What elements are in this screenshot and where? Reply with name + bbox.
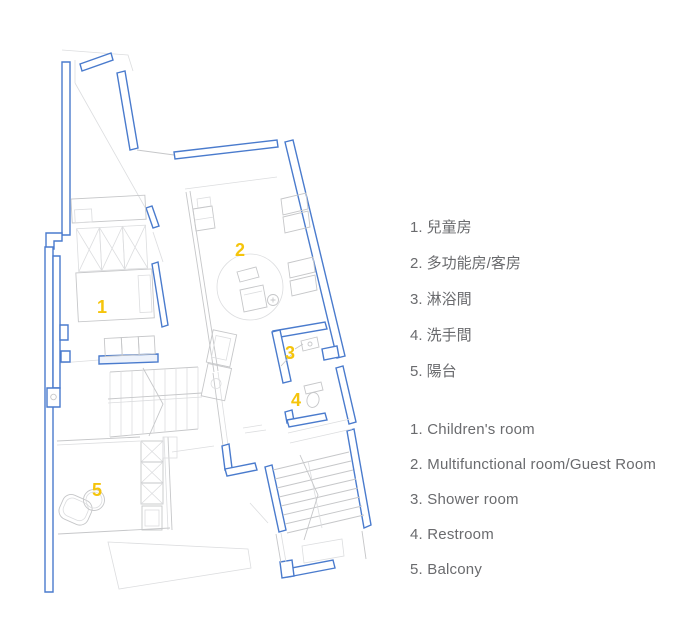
room-2-furniture — [192, 192, 318, 402]
terrace-outline — [107, 541, 252, 590]
legend-item-en-5: 5. Balcony — [410, 561, 483, 578]
legend-item-en-3: 3. Shower room — [410, 491, 519, 508]
basin-icon — [83, 489, 105, 511]
bench-icon — [103, 335, 156, 357]
legend-chinese: 1. 兒童房 2. 多功能房/客房 3. 淋浴間 4. 洗手間 5. 陽台 — [410, 210, 521, 390]
bed-icon — [75, 268, 155, 323]
legend-english: 1. Children's room 2. Multifunctional ro… — [410, 412, 656, 587]
toilet-icon — [303, 381, 324, 408]
legend-item-zh-2: 2. 多功能房/客房 — [410, 255, 521, 272]
wardrobe-icon — [76, 224, 149, 273]
clock-icon — [267, 294, 279, 306]
balcony-fixtures — [56, 436, 215, 535]
outer-walls-blue — [44, 52, 372, 593]
floor-plan — [44, 49, 372, 593]
room-marker-4: 4 — [290, 390, 302, 410]
legend-item-zh-5: 5. 陽台 — [410, 363, 457, 380]
counter-icon — [200, 329, 238, 402]
main-staircase — [107, 366, 203, 438]
room-marker-3: 3 — [284, 343, 296, 363]
secondary-staircase — [249, 418, 367, 564]
table-icon — [236, 266, 260, 283]
tub-icon — [58, 494, 93, 526]
legend-item-en-1: 1. Children's room — [410, 421, 535, 438]
room-1-furniture — [70, 194, 156, 357]
room-marker-1: 1 — [96, 297, 108, 317]
cabinet-row-icon — [280, 192, 318, 297]
appliance-icon — [141, 505, 163, 531]
room-marker-2: 2 — [234, 240, 246, 260]
legend-item-en-2: 2. Multifunctional room/Guest Room — [410, 456, 657, 473]
legend-item-zh-1: 1. 兒童房 — [410, 219, 472, 236]
shower-fixture — [280, 336, 320, 367]
planter-icon — [140, 440, 164, 505]
rug-icon — [216, 253, 284, 321]
legend-item-en-4: 4. Restroom — [410, 526, 494, 543]
room-marker-5: 5 — [91, 480, 103, 500]
seat-icon — [239, 284, 268, 313]
legend-item-zh-3: 3. 淋浴間 — [410, 291, 472, 308]
legend-item-zh-4: 4. 洗手間 — [410, 327, 472, 344]
